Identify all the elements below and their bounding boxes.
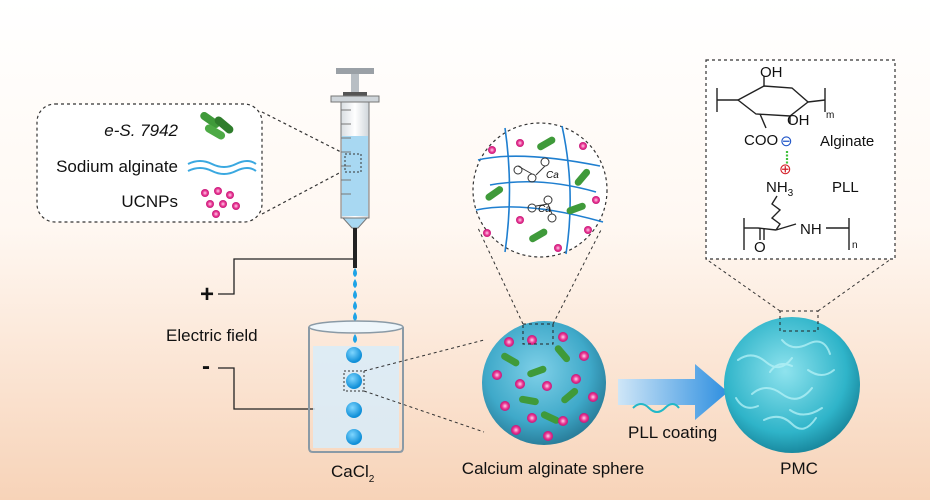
alginate-structure (716, 76, 826, 129)
pmc-zoom-box (779, 310, 819, 332)
ca-ion-label: Ca (546, 170, 559, 181)
pll-structure (743, 195, 850, 250)
sphere-zoom-box (522, 323, 554, 345)
electric-field-label: Electric field (166, 326, 258, 345)
positive-charge-icon: ⊕ (779, 161, 792, 178)
legend-bacteria-label: e-S. 7942 (104, 121, 178, 140)
alginate-chem-label: Alginate (820, 133, 874, 150)
chem-zoom-line (817, 258, 892, 312)
electric-wires (218, 258, 355, 410)
cacl2-label: CaCl2 (331, 462, 375, 485)
sphere-bacteria (501, 345, 579, 424)
positive-electrode-sign: + (200, 281, 214, 308)
oh-top-label: OH (760, 64, 783, 81)
beaker (308, 320, 404, 453)
alginate-wave-icon (187, 160, 257, 175)
legend-box: e-S. 7942 Sodium alginate UCNPs (36, 103, 344, 223)
alginate-network (475, 125, 604, 255)
bead-zoom-line (363, 339, 485, 372)
ca-ion-label: Ca (538, 204, 551, 215)
pll-coating-label: PLL coating (628, 423, 717, 442)
carboxylate-label: COO (744, 132, 778, 149)
matrix-bacteria (485, 136, 591, 243)
calcium-crosslinks (513, 157, 557, 223)
pll-repeat-n: n (852, 240, 858, 251)
bacteria-icon (200, 111, 234, 140)
carbonyl-o-label: O (754, 239, 766, 256)
pll-chem-label: PLL (832, 179, 859, 196)
pmc-sphere (724, 310, 860, 453)
ammonium-label: NH3 (766, 179, 794, 199)
negative-electrode-sign: - (202, 353, 210, 380)
negative-charge-icon: ⊖ (780, 133, 793, 150)
pmc-label: PMC (780, 459, 818, 478)
legend-ucnps-label: UCNPs (121, 192, 178, 211)
alginate-repeat-m: m (826, 110, 834, 121)
sphere-ucnps (492, 332, 598, 441)
amide-nh-label: NH (800, 221, 822, 238)
syringe (330, 68, 380, 268)
coating-arrow (618, 364, 728, 420)
matrix-ucnps (483, 139, 600, 252)
legend-alginate-label: Sodium alginate (56, 157, 178, 176)
oh-mid-label: OH (787, 112, 810, 129)
calcium-alginate-sphere (482, 321, 606, 445)
sphere-label: Calcium alginate sphere (462, 459, 644, 478)
bead-zoom-box (343, 370, 365, 392)
chemistry-box: OH OH m COO ⊖ Alginate ⊕ NH3 PLL O NH n (705, 59, 896, 260)
pll-wave-icon (632, 403, 680, 413)
pll-fiber-texture (735, 339, 835, 430)
calcium-alginate-beads (346, 347, 362, 445)
matrix-zoom-circle: Ca Ca (472, 122, 608, 258)
ucnp-dots-icon (201, 187, 240, 218)
